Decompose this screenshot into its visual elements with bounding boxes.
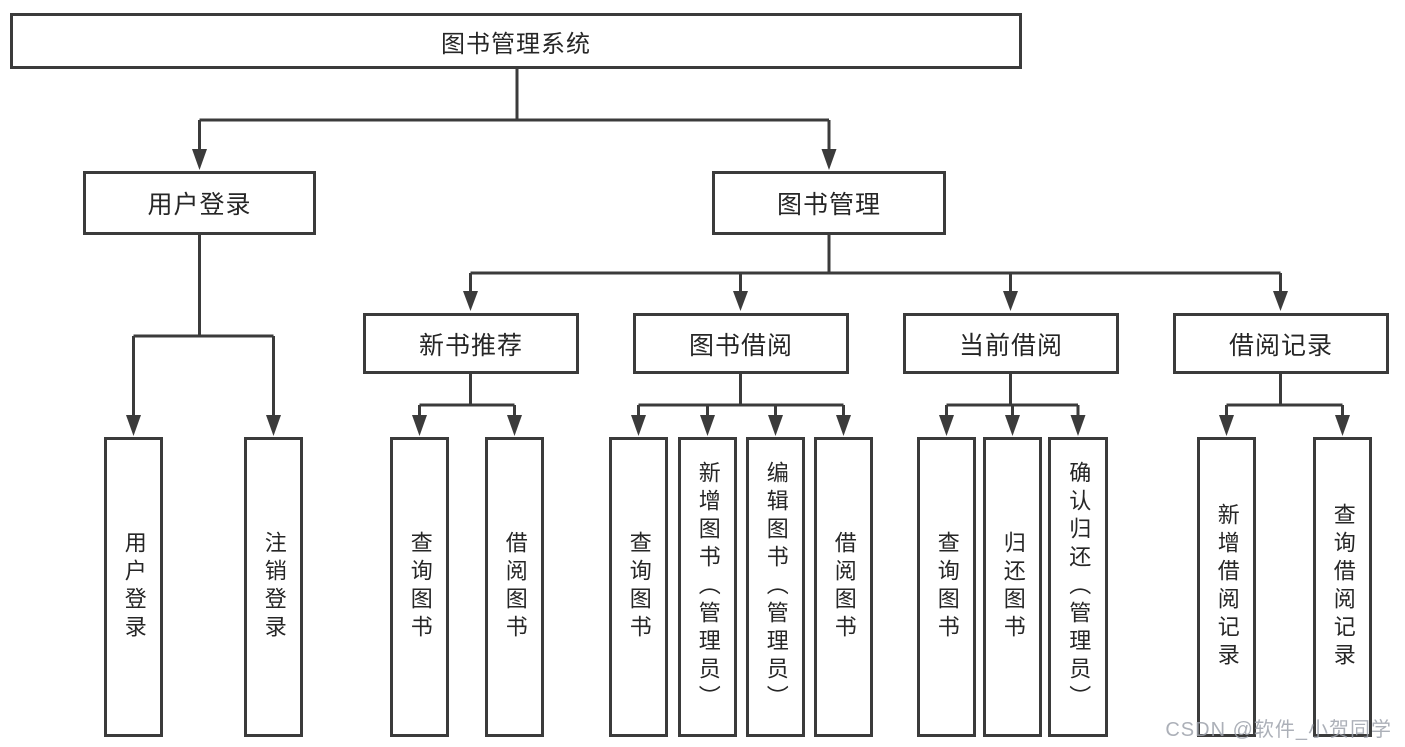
leaf-user-login: 用户登录 — [104, 437, 163, 737]
node-new-book-recommend: 新书推荐 — [363, 313, 579, 374]
arrow-leaf — [1005, 415, 1020, 436]
csdn-watermark: CSDN @软件_小贺同学 — [1165, 719, 1392, 741]
arrow-to-book-management — [821, 149, 837, 170]
arrow-leaf — [1335, 415, 1350, 436]
node-book-borrow-label: 图书借阅 — [688, 331, 793, 360]
leaf-confirm-return-admin: 确认归还（管理员） — [1048, 437, 1108, 737]
leaf-user-login-label: 用户登录 — [121, 531, 147, 643]
node-user-login: 用户登录 — [83, 171, 316, 235]
leaf-borrow-books-borrow-label: 借阅图书 — [831, 531, 857, 643]
leaf-logout: 注销登录 — [244, 437, 303, 737]
leaf-query-books-current-label: 查询图书 — [934, 531, 960, 643]
arrow-leaf — [1219, 415, 1234, 436]
leaf-add-borrow-record-label: 新增借阅记录 — [1214, 503, 1240, 671]
leaf-query-books-borrow: 查询图书 — [609, 437, 668, 737]
node-new-book-recommend-label: 新书推荐 — [418, 331, 523, 360]
node-current-borrow: 当前借阅 — [903, 313, 1119, 374]
node-user-login-label: 用户登录 — [147, 191, 252, 219]
leaf-query-borrow-record-label: 查询借阅记录 — [1330, 503, 1356, 671]
leaf-edit-book-admin: 编辑图书（管理员） — [746, 437, 805, 737]
node-book-management-label: 图书管理 — [776, 191, 881, 219]
leaf-borrow-books-recommend: 借阅图书 — [485, 437, 544, 737]
leaf-query-borrow-record: 查询借阅记录 — [1313, 437, 1372, 737]
node-root-label: 图书管理系统 — [441, 30, 591, 58]
arrow-to-new-book-recommend — [463, 291, 478, 311]
leaf-edit-book-admin-label: 编辑图书（管理员） — [763, 461, 789, 713]
node-book-management: 图书管理 — [712, 171, 946, 235]
leaf-logout-label: 注销登录 — [261, 531, 287, 643]
leaf-return-book: 归还图书 — [983, 437, 1042, 737]
leaf-add-book-admin-label: 新增图书（管理员） — [695, 461, 721, 713]
node-root-system: 图书管理系统 — [10, 13, 1022, 69]
arrow-to-borrow-records — [1273, 291, 1288, 311]
leaf-query-books-borrow-label: 查询图书 — [626, 531, 652, 643]
leaf-return-book-label: 归还图书 — [1000, 531, 1026, 643]
leaf-query-books-current: 查询图书 — [917, 437, 976, 737]
node-book-borrow: 图书借阅 — [633, 313, 849, 374]
arrow-leaf — [631, 415, 646, 436]
leaf-query-books-recommend-label: 查询图书 — [407, 531, 433, 643]
node-borrow-records: 借阅记录 — [1173, 313, 1389, 374]
arrow-to-leaf-user-login — [126, 415, 141, 436]
arrow-to-user-login — [192, 149, 207, 170]
leaf-query-books-recommend: 查询图书 — [390, 437, 449, 737]
arrow-leaf — [939, 415, 954, 436]
arrow-leaf — [700, 415, 715, 436]
node-current-borrow-label: 当前借阅 — [958, 331, 1063, 360]
arrow-to-leaf-logout — [266, 415, 281, 436]
arrow-leaf — [412, 415, 427, 436]
leaf-borrow-books-borrow: 借阅图书 — [814, 437, 873, 737]
leaf-confirm-return-admin-label: 确认归还（管理员） — [1066, 461, 1092, 713]
arrow-to-book-borrow — [733, 291, 748, 311]
node-borrow-records-label: 借阅记录 — [1228, 331, 1333, 360]
arrow-leaf — [836, 415, 851, 436]
arrow-leaf — [1070, 415, 1086, 436]
arrow-leaf — [768, 415, 783, 436]
arrow-to-current-borrow — [1003, 291, 1018, 311]
leaf-add-borrow-record: 新增借阅记录 — [1197, 437, 1256, 737]
arrow-leaf — [507, 415, 522, 436]
leaf-borrow-books-recommend-label: 借阅图书 — [502, 531, 528, 643]
leaf-add-book-admin: 新增图书（管理员） — [678, 437, 737, 737]
